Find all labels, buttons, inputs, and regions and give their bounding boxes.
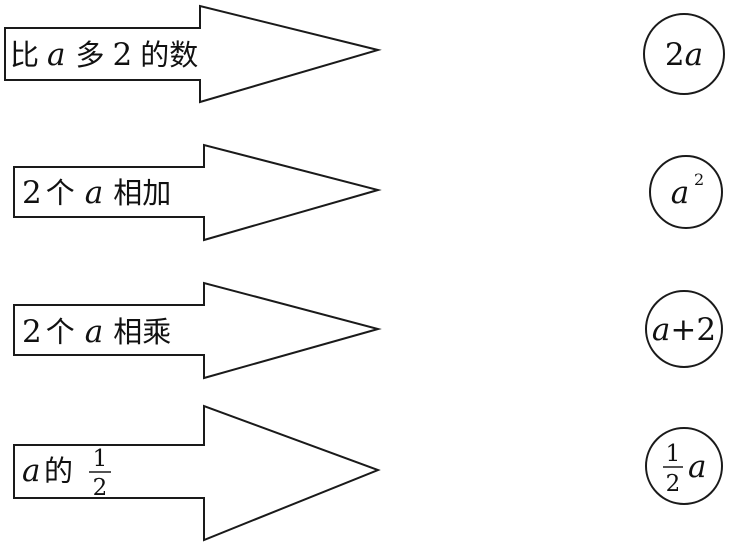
arrow-shape <box>13 404 381 542</box>
expression-4-frac-den: 2 <box>666 471 681 497</box>
expression-circle-3[interactable]: a+2 <box>645 290 723 368</box>
circle-outline <box>649 155 723 229</box>
expression-circle-4[interactable]: 1 2 a <box>645 427 723 505</box>
expression-4-var: a <box>688 449 706 485</box>
phrase-4-frac-den: 2 <box>93 475 108 501</box>
expression-3-text: a+2 <box>652 312 716 348</box>
phrase-arrow-4[interactable]: a 的 1 2 <box>13 404 381 542</box>
arrow-shape <box>4 4 382 104</box>
arrow-shape <box>13 143 382 242</box>
expression-1-text: 2a <box>665 37 703 73</box>
phrase-4-var: a <box>22 453 40 489</box>
circle-outline <box>645 427 723 505</box>
expression-circle-1[interactable]: 2a <box>643 13 725 95</box>
circle-outline <box>645 290 723 368</box>
expression-4-frac-num: 1 <box>666 441 681 467</box>
circle-outline <box>643 13 725 95</box>
phrase-4-frac-num: 1 <box>93 446 108 472</box>
expression-circle-2[interactable]: a 2 <box>649 155 723 229</box>
expression-2-var: a <box>671 175 689 211</box>
phrase-4-mid: 的 <box>44 454 73 488</box>
arrow-shape <box>13 281 382 380</box>
expression-2-exponent: 2 <box>694 170 704 189</box>
